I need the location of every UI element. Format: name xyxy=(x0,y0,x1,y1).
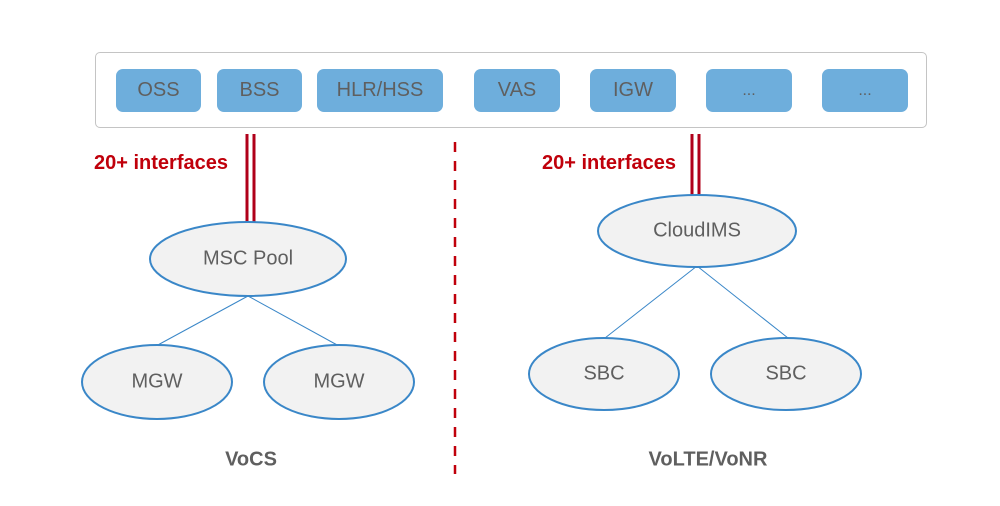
node-sbc-2 xyxy=(710,337,862,411)
node-sbc-1 xyxy=(528,337,680,411)
node-msc-pool xyxy=(149,221,347,297)
link-msc-mgw-1 xyxy=(155,295,249,347)
system-box-more-2: ... xyxy=(822,69,908,112)
system-label: IGW xyxy=(613,79,653,101)
system-label: ... xyxy=(858,81,872,99)
link-ims-sbc-1 xyxy=(604,265,698,339)
system-box-igw: IGW xyxy=(590,69,676,112)
right-interfaces-label: 20+ interfaces xyxy=(542,152,676,174)
system-label: OSS xyxy=(137,79,180,101)
node-mgw-2 xyxy=(263,344,415,420)
link-msc-mgw-2 xyxy=(247,295,340,347)
sbc-1-label: SBC xyxy=(583,362,625,385)
node-mgw-1 xyxy=(81,344,233,420)
system-label: VAS xyxy=(497,79,537,101)
system-box-bss: BSS xyxy=(217,69,302,112)
node-cloudims xyxy=(597,194,797,268)
system-box-more-1: ... xyxy=(706,69,792,112)
system-label: ... xyxy=(742,81,756,99)
mgw-1-label: MGW xyxy=(131,370,183,393)
system-box-oss: OSS xyxy=(116,69,201,112)
vocs-domain-label: VoCS xyxy=(225,448,277,471)
system-label: HLR/HSS xyxy=(336,79,424,101)
link-ims-sbc-2 xyxy=(696,265,789,339)
system-box-vas: VAS xyxy=(474,69,560,112)
system-box-hlr-hss: HLR/HSS xyxy=(317,69,443,112)
right-interface-link xyxy=(690,134,701,195)
sbc-2-label: SBC xyxy=(765,362,807,385)
cloudims-label: CloudIMS xyxy=(653,219,741,242)
left-interface-link xyxy=(245,134,256,222)
system-label: BSS xyxy=(239,79,280,101)
mgw-2-label: MGW xyxy=(313,370,365,393)
msc-pool-label: MSC Pool xyxy=(202,247,294,270)
volte-vonr-domain-label: VoLTE/VoNR xyxy=(648,448,768,471)
left-interfaces-label: 20+ interfaces xyxy=(94,152,228,174)
